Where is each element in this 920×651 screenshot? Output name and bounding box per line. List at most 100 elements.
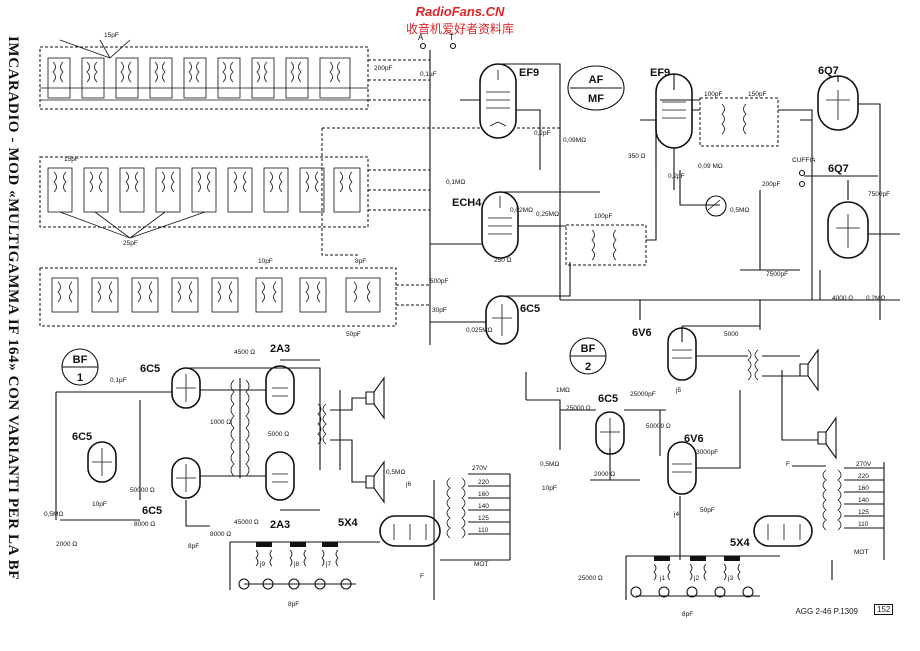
svg-text:0,5MΩ: 0,5MΩ xyxy=(730,207,749,214)
svg-text:125: 125 xyxy=(858,509,869,516)
bf1-6c5-tubes xyxy=(87,367,201,499)
label-2a3-b: 2A3 xyxy=(270,519,290,531)
vertical-title: IMCARADIO - MOD «MULTIGAMMA IF 164» CON … xyxy=(4,36,26,636)
svg-text:25pF: 25pF xyxy=(123,240,138,247)
coil-bank-3 xyxy=(39,267,397,327)
svg-text:100pF: 100pF xyxy=(704,91,722,98)
svg-text:4500 Ω: 4500 Ω xyxy=(234,349,255,356)
svg-text:45000 Ω: 45000 Ω xyxy=(234,519,259,526)
svg-text:270V: 270V xyxy=(472,465,488,472)
svg-text:0,1MΩ: 0,1MΩ xyxy=(446,179,465,186)
output-transformer-1 xyxy=(317,403,327,445)
svg-text:j9: j9 xyxy=(259,561,265,568)
svg-text:0,2MΩ: 0,2MΩ xyxy=(866,295,885,302)
svg-text:15pF: 15pF xyxy=(64,156,79,163)
svg-text:15pF: 15pF xyxy=(104,32,119,39)
label-ef9-a: EF9 xyxy=(519,67,539,79)
label-t: T xyxy=(449,33,454,42)
svg-text:10pF: 10pF xyxy=(92,501,107,508)
afmf-circle xyxy=(567,65,625,111)
svg-text:7500pF: 7500pF xyxy=(868,191,890,198)
watermark-site: RadioFans.CN xyxy=(415,4,505,19)
label-bf2-num: 2 xyxy=(585,361,591,373)
label-bf2-top: BF xyxy=(581,343,596,355)
svg-text:j3: j3 xyxy=(727,575,733,582)
svg-text:0,5MΩ: 0,5MΩ xyxy=(44,511,63,518)
label-6v6-a: 6V6 xyxy=(632,327,652,339)
svg-text:1000 Ω: 1000 Ω xyxy=(210,419,231,426)
value-labels-bf1: 0,1µF 4500 Ω 1000 Ω 5000 Ω 50000 Ω 8000 … xyxy=(44,349,405,550)
svg-text:8pF: 8pF xyxy=(355,258,366,265)
svg-text:j8: j8 xyxy=(293,561,299,568)
svg-text:j1: j1 xyxy=(659,575,665,582)
watermark-header: RadioFans.CN 收音机爱好者资料库 xyxy=(0,4,920,37)
label-ef9-b: EF9 xyxy=(650,67,670,79)
antenna-terminal-a xyxy=(419,42,427,50)
value-labels-bf2: 1MΩ 25000 Ω 25000pF 0,5MΩ 2000 Ω 50000 Ω… xyxy=(540,331,739,582)
svg-text:200pF: 200pF xyxy=(762,181,780,188)
svg-text:200pF: 200pF xyxy=(374,65,392,72)
label-6c5-bf1-a: 6C5 xyxy=(140,363,160,375)
svg-text:8pF: 8pF xyxy=(288,601,299,608)
svg-text:500pF: 500pF xyxy=(430,278,448,285)
earth-terminal-t xyxy=(449,42,457,50)
label-6q7-a: 6Q7 xyxy=(818,65,839,77)
tube-6c5-bf2 xyxy=(595,411,625,455)
tuning-meter xyxy=(705,195,727,217)
svg-text:50pF: 50pF xyxy=(700,507,715,514)
svg-text:50000 Ω: 50000 Ω xyxy=(646,423,671,430)
svg-text:0,5MΩ: 0,5MΩ xyxy=(540,461,559,468)
svg-text:160: 160 xyxy=(478,491,489,498)
svg-text:125: 125 xyxy=(478,515,489,522)
output-transformer-2 xyxy=(747,349,759,381)
speaker-4 xyxy=(817,416,837,460)
svg-text:25000 Ω: 25000 Ω xyxy=(566,405,591,412)
svg-text:j2: j2 xyxy=(693,575,699,582)
svg-text:110: 110 xyxy=(858,521,869,528)
tube-6q7-bottom xyxy=(804,175,900,259)
svg-text:j4: j4 xyxy=(673,511,679,518)
speaker-2 xyxy=(365,460,385,504)
svg-text:140: 140 xyxy=(478,503,489,510)
svg-text:250 Ω: 250 Ω xyxy=(494,257,512,264)
page-number: 152 xyxy=(874,604,894,615)
speaker-3 xyxy=(799,348,819,392)
if-transformer-1 xyxy=(565,224,647,266)
svg-text:MOT: MOT xyxy=(854,549,868,556)
svg-text:2000 Ω: 2000 Ω xyxy=(56,541,77,548)
tube-6q7-top xyxy=(817,75,881,320)
svg-text:0,025MΩ: 0,025MΩ xyxy=(466,327,493,334)
watermark-site-cn: 收音机爱好者资料库 xyxy=(405,22,514,36)
svg-text:270V: 270V xyxy=(856,461,872,468)
label-6q7-b: 6Q7 xyxy=(828,163,849,175)
svg-text:160: 160 xyxy=(858,485,869,492)
bf1-wiring xyxy=(55,359,321,527)
svg-text:0,5MΩ: 0,5MΩ xyxy=(386,469,405,476)
power-transformer-2 xyxy=(822,469,842,531)
tube-ef9-if xyxy=(640,73,700,190)
svg-text:0,09MΩ: 0,09MΩ xyxy=(563,137,586,144)
label-bf1-num: 1 xyxy=(77,372,83,384)
value-labels-rf: 15pF 15pF 25pF 10pF 8pF 200pF 0,1µF 0,2p… xyxy=(64,32,890,338)
svg-text:50000 Ω: 50000 Ω xyxy=(130,487,155,494)
label-6c5-bf1-b: 6C5 xyxy=(72,431,92,443)
svg-text:25000pF: 25000pF xyxy=(630,391,656,398)
footer-reference: AGG 2-46 P.1309 xyxy=(795,607,858,616)
speaker-1 xyxy=(365,376,385,420)
svg-text:140: 140 xyxy=(858,497,869,504)
tube-5x4-bf1 xyxy=(379,515,441,547)
svg-text:F: F xyxy=(420,573,424,580)
interstage-transformer xyxy=(230,379,250,477)
svg-text:8000 Ω: 8000 Ω xyxy=(210,531,231,538)
svg-text:110: 110 xyxy=(478,527,489,534)
if-transformer-2 xyxy=(699,97,779,147)
svg-text:8pF: 8pF xyxy=(188,543,199,550)
svg-text:1MΩ: 1MΩ xyxy=(556,387,570,394)
svg-text:F: F xyxy=(786,461,790,468)
tube-ef9-rf xyxy=(460,63,561,170)
svg-text:150pF: 150pF xyxy=(748,91,766,98)
svg-text:0,1µF: 0,1µF xyxy=(420,71,437,78)
svg-text:2000 Ω: 2000 Ω xyxy=(594,471,615,478)
svg-text:100pF: 100pF xyxy=(594,213,612,220)
